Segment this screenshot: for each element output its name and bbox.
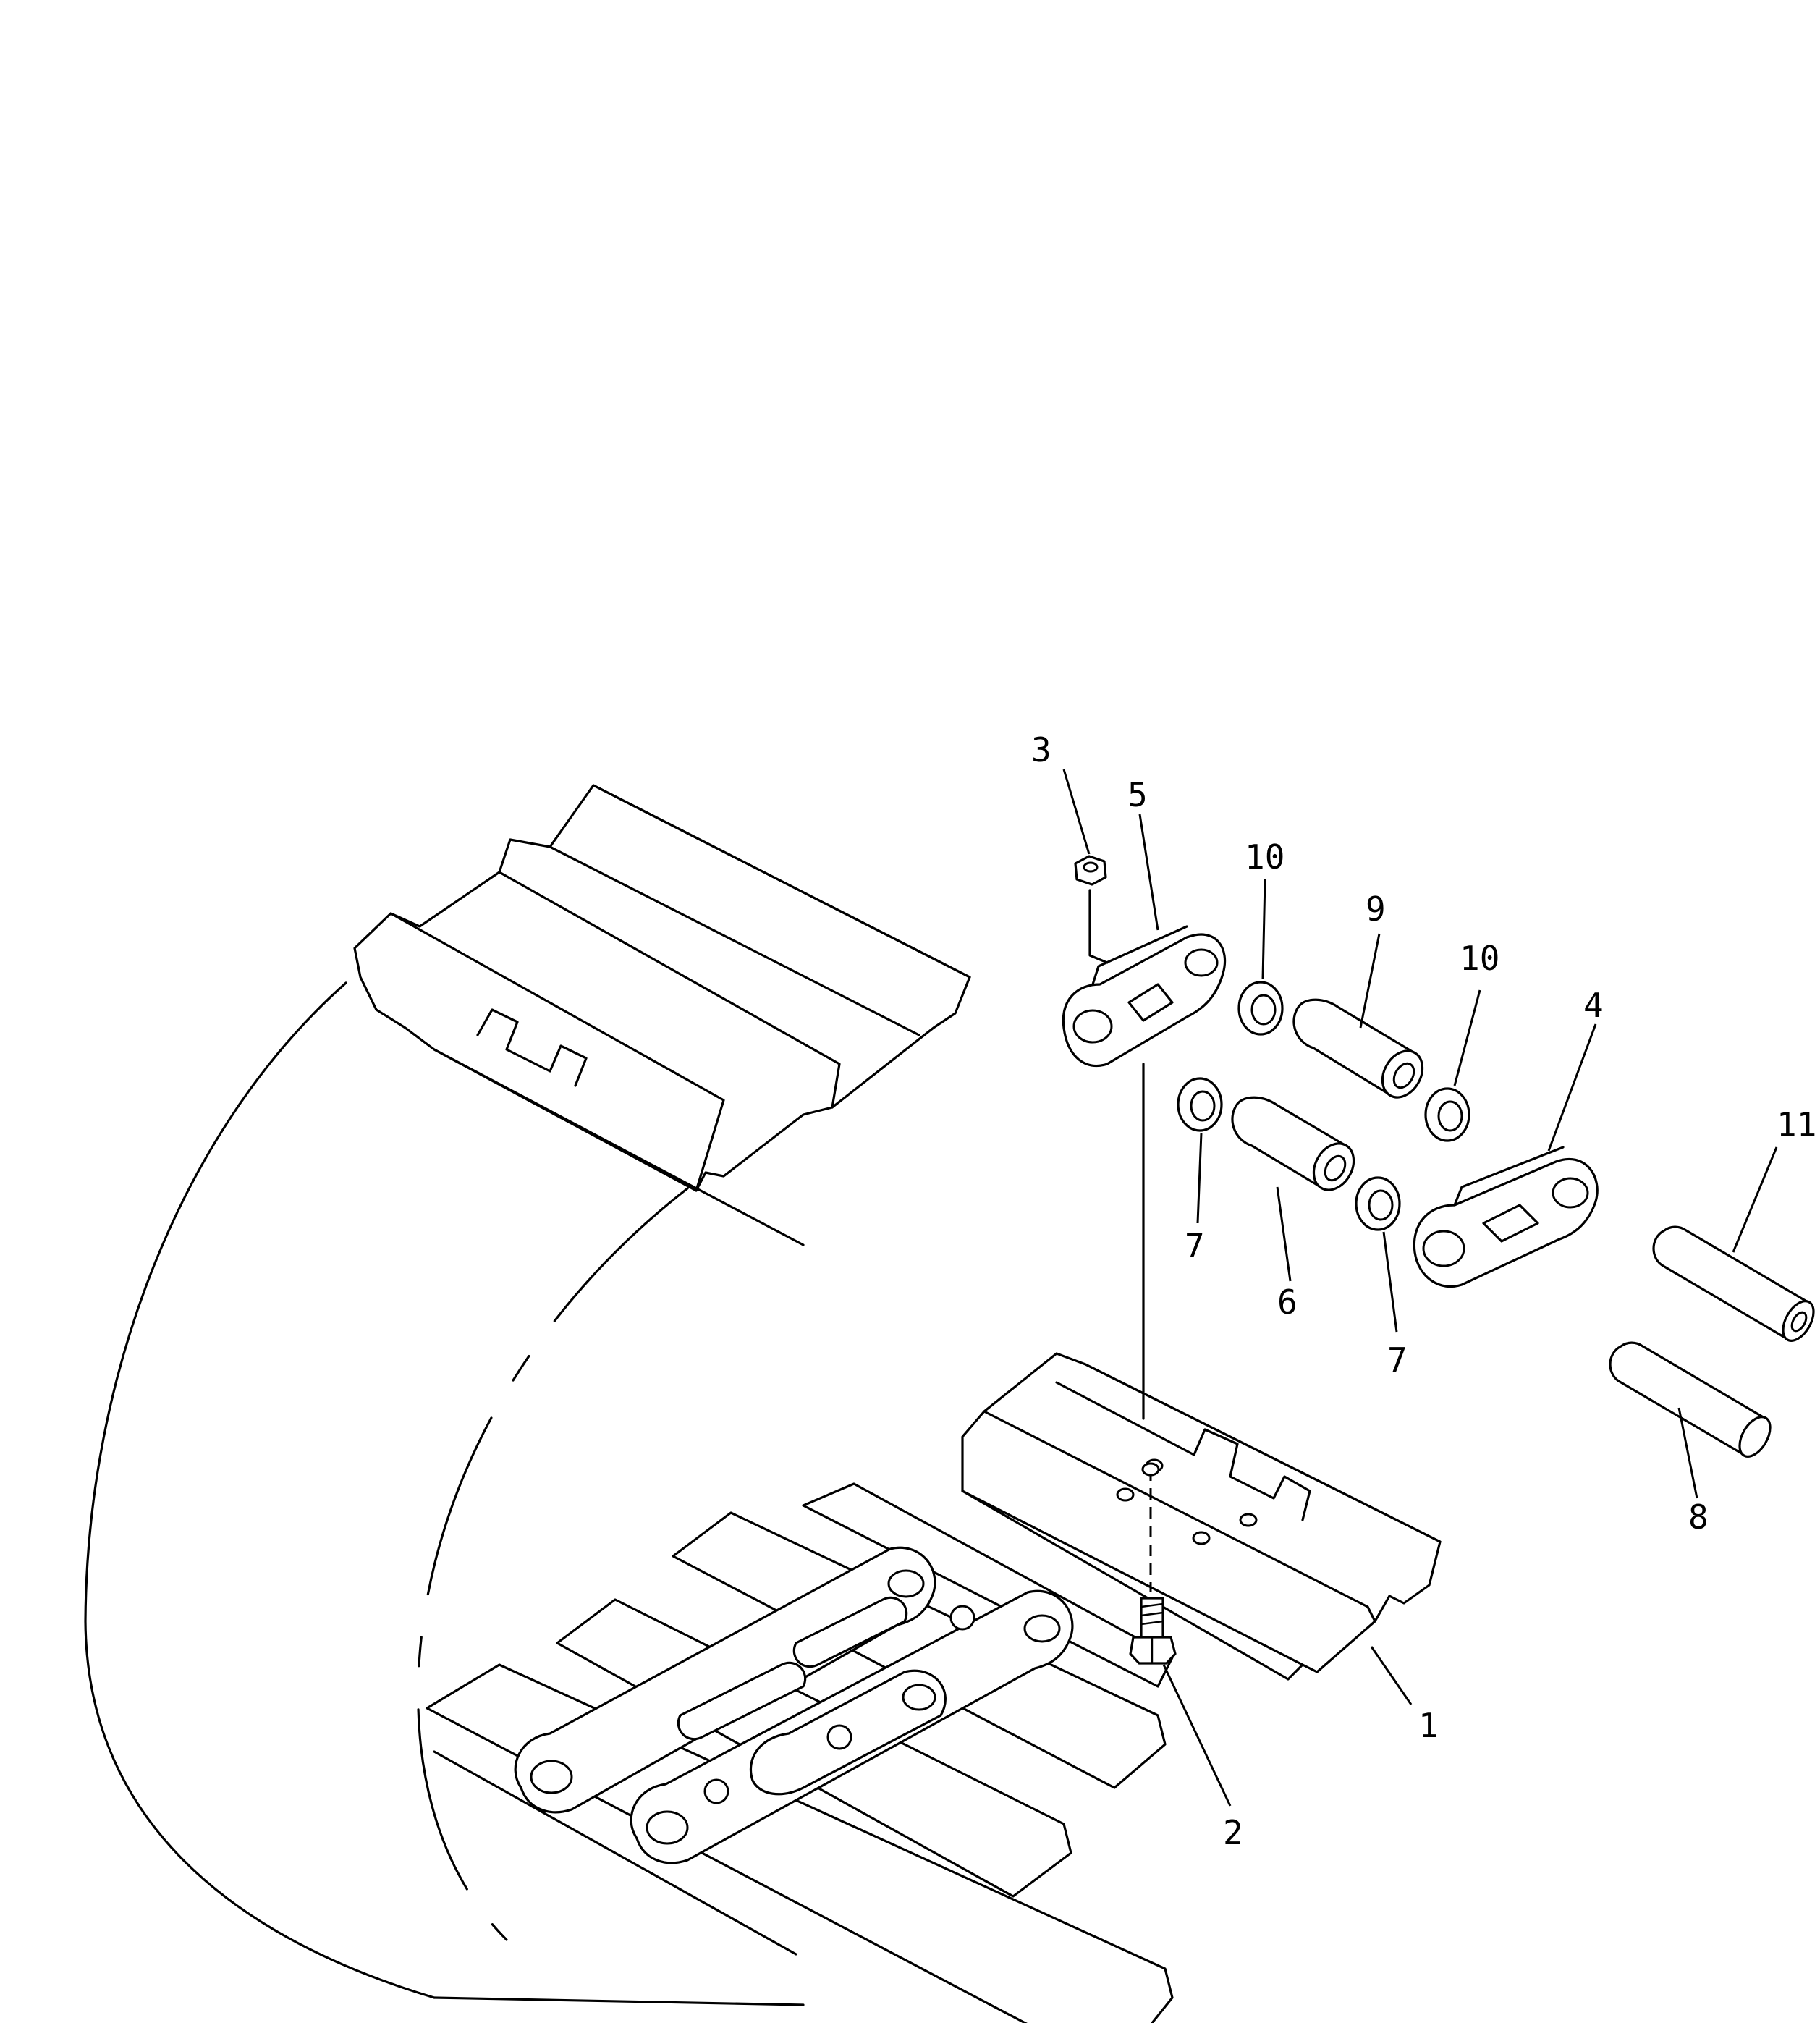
part-1-track-shoe: [961, 1352, 1442, 1681]
callout-2: 2: [1223, 1813, 1243, 1852]
part-7-seal-left: [1177, 1077, 1223, 1132]
part-8-pin: [1609, 1341, 1772, 1458]
part-9-bushing: [1292, 998, 1424, 1099]
part-3-nut: [1074, 855, 1107, 886]
leader-lines: [1062, 769, 1778, 1807]
track-loop: [84, 981, 805, 2006]
part-7-seal-right: [1355, 1176, 1401, 1231]
part-4-master-link: [1413, 1146, 1599, 1288]
upper-track-shoes: [353, 784, 971, 1246]
callout-10-right: 10: [1460, 939, 1499, 978]
callout-6: 6: [1277, 1283, 1298, 1322]
assembly-lines: [1088, 889, 1160, 1592]
callout-4: 4: [1583, 986, 1604, 1025]
part-5-master-link: [1062, 925, 1227, 1068]
chain-links: [514, 1546, 1074, 1864]
callout-7-left: 7: [1185, 1226, 1205, 1265]
callout-10-left: 10: [1245, 837, 1284, 877]
callout-1: 1: [1418, 1706, 1439, 1745]
callout-7-right: 7: [1387, 1340, 1408, 1380]
part-10-seal-upper-left: [1237, 981, 1284, 1036]
callout-8: 8: [1688, 1498, 1709, 1537]
part-2-shoe-bolt: [1129, 1597, 1177, 1665]
callout-9: 9: [1366, 890, 1386, 929]
lower-track-assembly: [426, 1482, 1174, 2023]
callout-3: 3: [1031, 730, 1051, 769]
callout-5: 5: [1127, 775, 1148, 814]
callout-labels: 1 2 3 4 5 6 7 7 8 9 10 10 11: [1031, 730, 1816, 1852]
part-6-bushing: [1231, 1096, 1355, 1191]
part-10-seal-upper-right: [1424, 1087, 1470, 1142]
callout-11: 11: [1777, 1105, 1816, 1144]
part-11-pin: [1652, 1225, 1815, 1342]
